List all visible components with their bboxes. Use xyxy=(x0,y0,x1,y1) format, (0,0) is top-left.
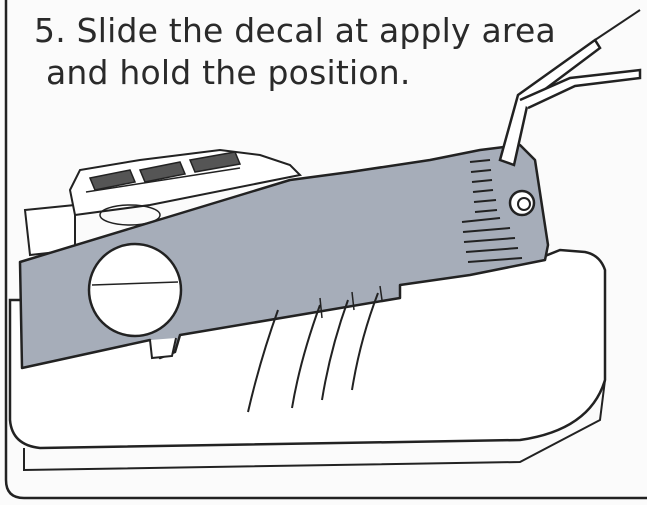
decal-sheet xyxy=(18,143,550,370)
instruction-line-2: and hold the position. xyxy=(46,53,411,92)
device-top-mechanism xyxy=(68,148,303,226)
slide-motion-lines xyxy=(247,292,379,413)
instruction-line-1: 5. Slide the decal at apply area xyxy=(34,11,556,50)
tweezers-icon xyxy=(498,9,642,167)
instruction-caption: 5. Slide the decal at apply area and hol… xyxy=(34,10,594,94)
